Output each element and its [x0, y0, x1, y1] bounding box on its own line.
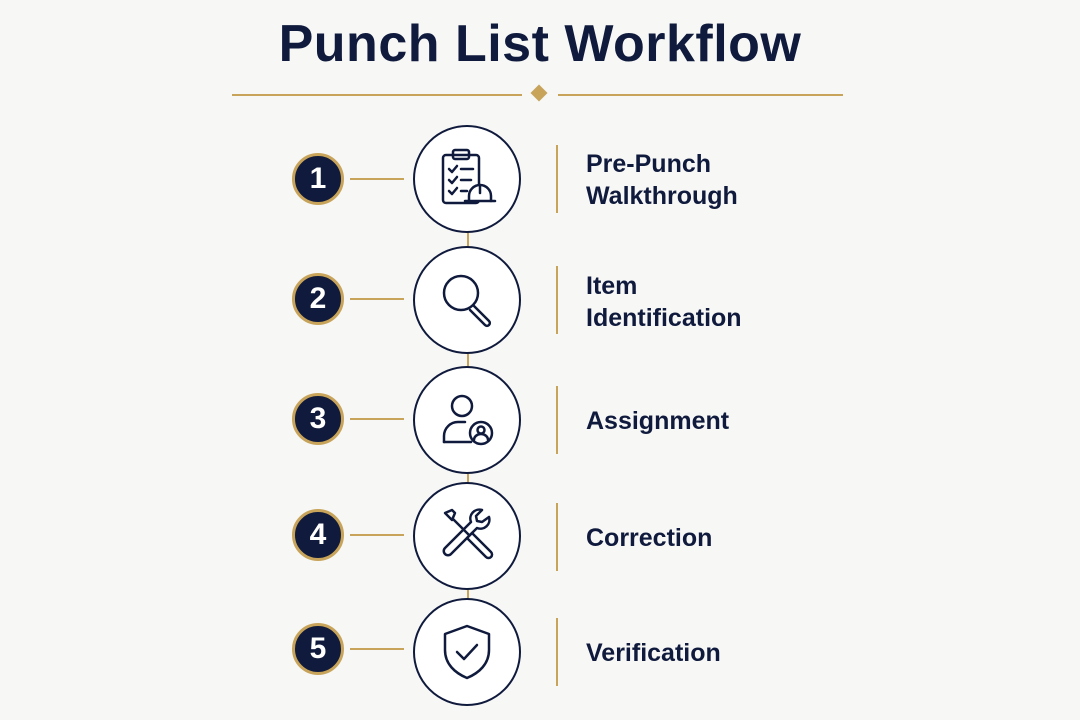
- step-label-bar: [556, 386, 558, 454]
- workflow-step-2: 2 Item Identification: [0, 246, 1080, 356]
- magnifying-glass-icon: [442, 274, 492, 328]
- title-divider-right: [558, 94, 843, 96]
- wrench-screwdriver-icon: [442, 508, 494, 560]
- step-icon-circle: [413, 246, 521, 354]
- clipboard-hardhat-icon: [441, 148, 497, 205]
- step-label: Correction: [586, 522, 886, 554]
- title-divider-diamond: [530, 84, 548, 102]
- step-number-badge: 3: [292, 393, 344, 445]
- step-label-bar: [556, 266, 558, 334]
- step-icon-circle: [413, 598, 521, 706]
- step-label-line: Identification: [586, 304, 742, 332]
- step-label-line: Walkthrough: [586, 182, 738, 210]
- step-icon-circle: [413, 366, 521, 474]
- page-title: Punch List Workflow: [278, 15, 802, 73]
- step-connector: [350, 418, 404, 420]
- step-label-line: Assignment: [586, 407, 730, 435]
- step-label-bar: [556, 145, 558, 213]
- step-number-badge: 5: [292, 623, 344, 675]
- workflow-step-1: 1 Pre-Punch Walkthrough: [0, 124, 1080, 234]
- step-number-badge: 4: [292, 509, 344, 561]
- step-connector: [350, 298, 404, 300]
- step-label: Assignment: [586, 405, 886, 437]
- workflow-step-4: 4 Correction: [0, 482, 1080, 593]
- step-number-badge: 1: [292, 153, 344, 205]
- step-icon-circle: [413, 482, 521, 590]
- step-label: Item Identification: [586, 270, 886, 334]
- title-divider-left: [232, 94, 522, 96]
- workflow-step-3: 3 Assignment: [0, 366, 1080, 476]
- step-label-line: Correction: [586, 524, 713, 552]
- step-connector: [350, 178, 404, 180]
- step-icon-circle: [413, 125, 521, 233]
- step-label-line: Verification: [586, 639, 721, 667]
- step-connector: [350, 534, 404, 536]
- step-label: Verification: [586, 637, 886, 669]
- workflow-step-5: 5 Verification: [0, 598, 1080, 708]
- step-label-line: Pre-Punch: [586, 150, 712, 178]
- step-label-bar: [556, 503, 558, 571]
- user-assignment-icon: [442, 394, 494, 446]
- step-label-line: Item: [586, 272, 638, 300]
- step-number-badge: 2: [292, 273, 344, 325]
- step-label: Pre-Punch Walkthrough: [586, 148, 886, 212]
- shield-check-icon: [443, 624, 491, 680]
- step-label-bar: [556, 618, 558, 686]
- step-connector: [350, 648, 404, 650]
